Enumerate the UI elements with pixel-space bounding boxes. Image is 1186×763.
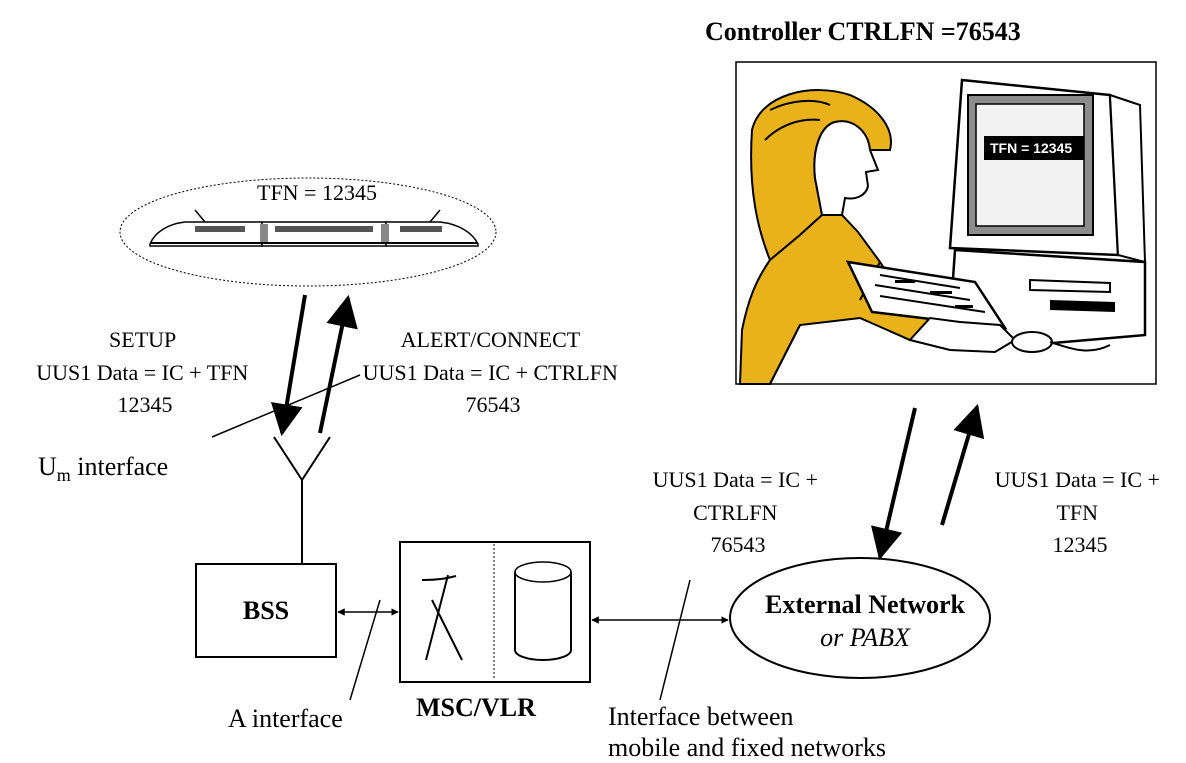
- external-network-ellipse: [729, 557, 991, 679]
- right-uus-line1: UUS1 Data = IC +: [995, 467, 1160, 492]
- woman-hand: [908, 316, 1017, 354]
- controller-title: Controller CTRLFN =76543: [705, 17, 1021, 46]
- um-sub: m: [57, 465, 71, 485]
- right-uus-line3: 12345: [1053, 532, 1108, 557]
- switch-icon: [421, 574, 463, 661]
- woman-body: [738, 214, 932, 385]
- alert-arrow: [318, 294, 358, 434]
- keyboard: [845, 260, 1008, 330]
- screen-label-box: [984, 136, 1084, 160]
- um-pointer-line: [211, 374, 361, 438]
- left-uus-line1: UUS1 Data = IC +: [653, 467, 818, 492]
- left-uus-line2: CTRLFN: [693, 500, 777, 525]
- setup-arrow: [270, 294, 307, 437]
- setup-line1: SETUP: [109, 327, 176, 352]
- alert-line2: UUS1 Data = IC + CTRLFN: [363, 360, 618, 385]
- pabx-label: or PABX: [820, 623, 911, 652]
- controller-illustration: TFN = 12345: [735, 61, 1157, 385]
- tfn-arrow: [940, 403, 985, 526]
- fixed-interface-line2: mobile and fixed networks: [608, 733, 886, 762]
- bss-box: [195, 563, 337, 658]
- bss-label: BSS: [243, 596, 289, 625]
- mouse: [1011, 331, 1053, 353]
- a-interface-label: A interface: [228, 704, 343, 733]
- screen-text: TFN = 12345: [990, 140, 1072, 156]
- fixed-interface-line1: Interface between: [608, 702, 793, 731]
- a-interface-pointer: [349, 599, 381, 701]
- right-uus-line2: TFN: [1056, 500, 1098, 525]
- fixed-interface-pointer: [659, 579, 691, 701]
- monitor-screen: [975, 103, 1085, 227]
- msc-vlr-label: MSC/VLR: [416, 693, 536, 722]
- alert-line1: ALERT/CONNECT: [401, 327, 581, 352]
- alert-line3: 76543: [466, 392, 521, 417]
- database-icon: [514, 561, 572, 661]
- setup-label: SETUP UUS1 Data = IC + TFN 12345: [36, 327, 254, 417]
- antenna-icon: [273, 436, 331, 564]
- external-network-label: External Network: [765, 590, 966, 619]
- left-uus-line3: 76543: [711, 532, 766, 557]
- fixed-interface-label: Interface between mobile and fixed netwo…: [608, 702, 886, 762]
- msc-vlr-box: [399, 541, 591, 683]
- ctrlfn-arrow: [871, 407, 917, 561]
- um-rest: interface: [71, 452, 168, 481]
- setup-line2: UUS1 Data = IC + TFN: [36, 360, 248, 385]
- um-main: U: [38, 452, 57, 481]
- alert-label: ALERT/CONNECT UUS1 Data = IC + CTRLFN 76…: [363, 327, 624, 417]
- right-uus-label: UUS1 Data = IC + TFN 12345: [995, 467, 1166, 557]
- train-area: [119, 177, 497, 287]
- woman-face: [813, 120, 880, 216]
- um-interface-label: Um interface: [38, 452, 168, 485]
- train-label: TFN = 12345: [257, 180, 377, 205]
- setup-line3: 12345: [118, 392, 173, 417]
- left-uus-label: UUS1 Data = IC + CTRLFN 76543: [653, 467, 824, 557]
- train-icon: [149, 209, 479, 247]
